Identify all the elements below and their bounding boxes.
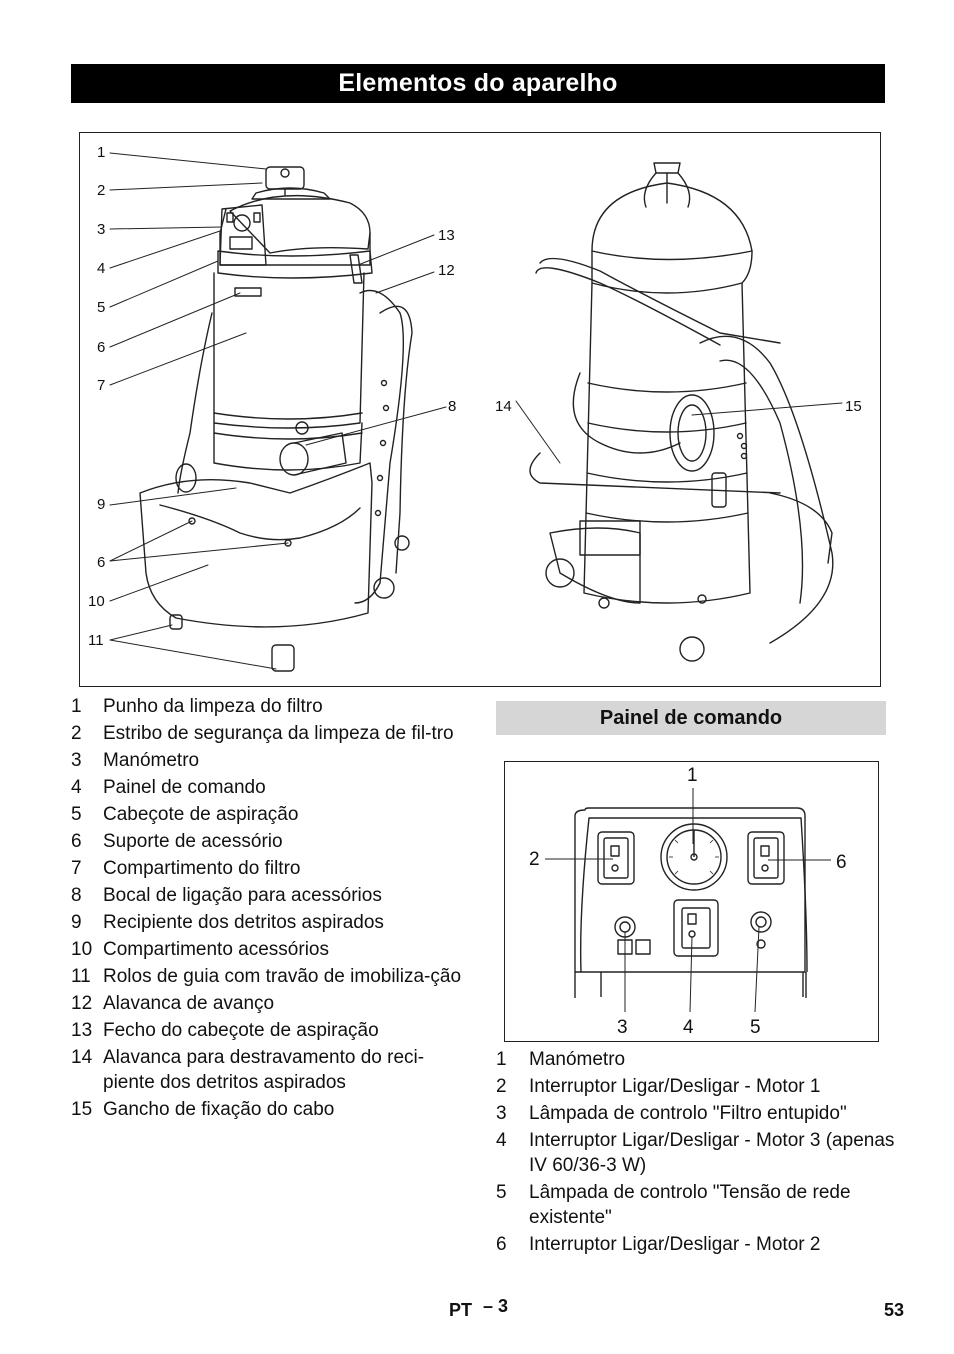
panel-callout-5: 5	[750, 1017, 761, 1038]
callout-4: 4	[97, 260, 106, 277]
callout-8: 8	[448, 398, 457, 415]
panel-callout-1: 1	[687, 765, 698, 786]
callout-15: 15	[845, 398, 862, 415]
callout-14: 14	[495, 398, 512, 415]
panel-callout-2: 2	[529, 849, 540, 870]
callout-5: 5	[97, 299, 106, 316]
front-view-drawing	[139, 166, 413, 672]
callout-2: 2	[97, 182, 106, 199]
callout-6a: 6	[97, 339, 106, 356]
callout-12: 12	[438, 262, 455, 279]
callout-13: 13	[438, 227, 455, 244]
callout-6b: 6	[97, 554, 106, 571]
panel-callout-6: 6	[836, 852, 847, 873]
callout-7: 7	[97, 377, 106, 394]
callout-1: 1	[97, 144, 106, 161]
page-title: Elementos do aparelho	[71, 64, 885, 103]
footer-language: PT – 3	[449, 1296, 509, 1320]
device-drawing	[109, 152, 843, 672]
rear-view-drawing	[529, 162, 834, 662]
section-heading: Painel de comando	[496, 701, 886, 735]
callout-10: 10	[88, 593, 105, 610]
control-panel-drawing	[545, 788, 831, 1013]
panel-callout-4: 4	[683, 1017, 694, 1038]
panel-callout-3: 3	[617, 1017, 628, 1038]
callout-3: 3	[97, 221, 106, 238]
callout-9: 9	[97, 496, 106, 513]
footer-subpage: – 3	[483, 1296, 509, 1316]
control-panel-illustration: 1 2 6 3 4 5	[504, 761, 879, 1042]
callout-11: 11	[88, 632, 104, 649]
page-number: 53	[884, 1300, 905, 1320]
device-illustration: 1 2 3 4 5 6 7 8 9 6 10 11 13 12 14 15	[79, 132, 881, 687]
